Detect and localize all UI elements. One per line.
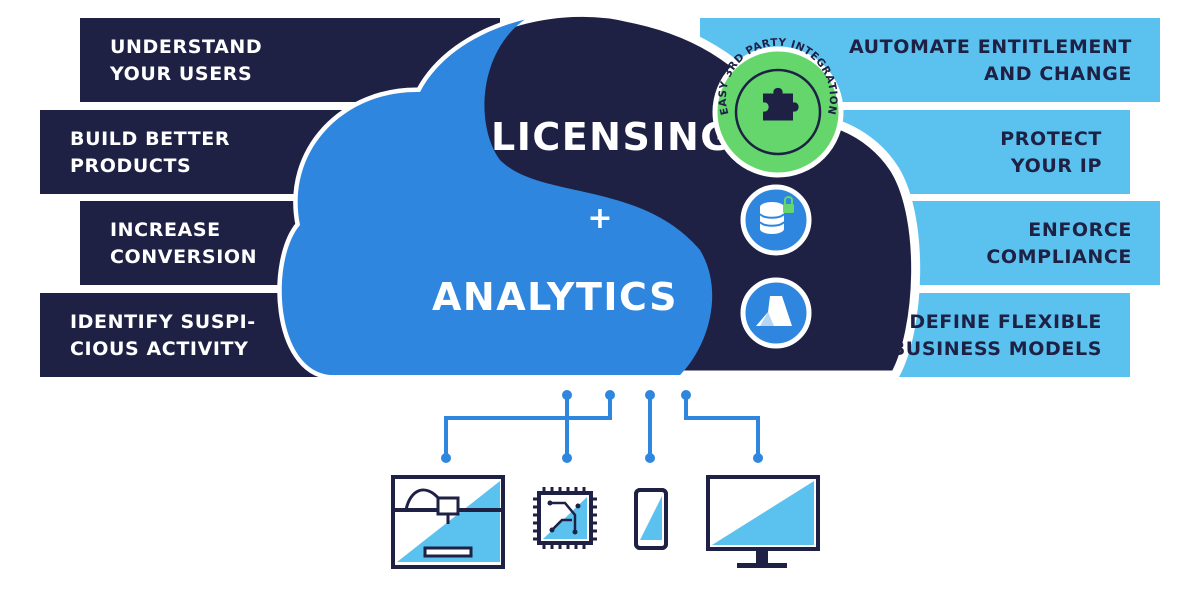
monitor-icon [706, 475, 820, 568]
right-band-4-line1: DEFINE FLEXIBLE [909, 311, 1102, 333]
left-band-label-4: IDENTIFY SUSPI- CIOUS ACTIVITY [70, 309, 256, 363]
left-band-2-line2: PRODUCTS [70, 155, 192, 177]
smartphone-icon [634, 488, 668, 550]
left-band-label-3: INCREASE CONVERSION [110, 217, 257, 271]
right-band-2-line2: YOUR IP [1010, 155, 1102, 177]
connector-dot [441, 453, 451, 463]
connector-dot [605, 390, 615, 400]
left-band-3-line1: INCREASE [110, 219, 221, 241]
right-band-label-4: DEFINE FLEXIBLE BUSINESS MODELS [891, 309, 1102, 363]
microchip-icon [533, 487, 597, 549]
right-band-1-line1: AUTOMATE ENTITLEMENT [848, 36, 1132, 58]
left-band-3-line2: CONVERSION [110, 246, 258, 268]
right-band-3-line1: ENFORCE [1028, 219, 1132, 241]
right-band-2-line1: PROTECT [1000, 128, 1102, 150]
connection-lines [444, 393, 760, 458]
licensing-label: LICENSING [491, 115, 733, 159]
integration-badge: EASY 3RD PARTY INTEGRATION [712, 37, 844, 178]
connector-dot [753, 453, 763, 463]
right-band-3-line2: COMPLIANCE [986, 246, 1132, 268]
left-band-4-line1: IDENTIFY SUSPI- [70, 311, 256, 333]
plus-sign: + [587, 201, 612, 236]
right-band-4-line2: BUSINESS MODELS [890, 338, 1102, 360]
connector-dot [562, 390, 572, 400]
puzzle-icon [763, 87, 799, 121]
left-band-1-line1: UNDERSTAND [110, 36, 263, 58]
left-band-2-line1: BUILD BETTER [70, 128, 231, 150]
azure-icon [740, 277, 812, 349]
right-band-label-2: PROTECT YOUR IP [1000, 126, 1102, 180]
connector-dot [562, 453, 572, 463]
right-band-1-line2: AND CHANGE [983, 63, 1132, 85]
analytics-label: ANALYTICS [432, 275, 678, 319]
left-band-4-line2: CIOUS ACTIVITY [70, 338, 249, 360]
right-band-label-3: ENFORCE COMPLIANCE [986, 217, 1132, 271]
connector-dot [645, 453, 655, 463]
left-band-1-line2: YOUR USERS [110, 63, 253, 85]
right-band-label-1: AUTOMATE ENTITLEMENT AND CHANGE [849, 34, 1132, 88]
connector-dot [681, 390, 691, 400]
3d-printer-icon [391, 475, 505, 569]
connector-dot [645, 390, 655, 400]
left-band-label-2: BUILD BETTER PRODUCTS [70, 126, 230, 180]
left-band-label-1: UNDERSTAND YOUR USERS [110, 34, 262, 88]
database-lock-icon [740, 184, 812, 256]
